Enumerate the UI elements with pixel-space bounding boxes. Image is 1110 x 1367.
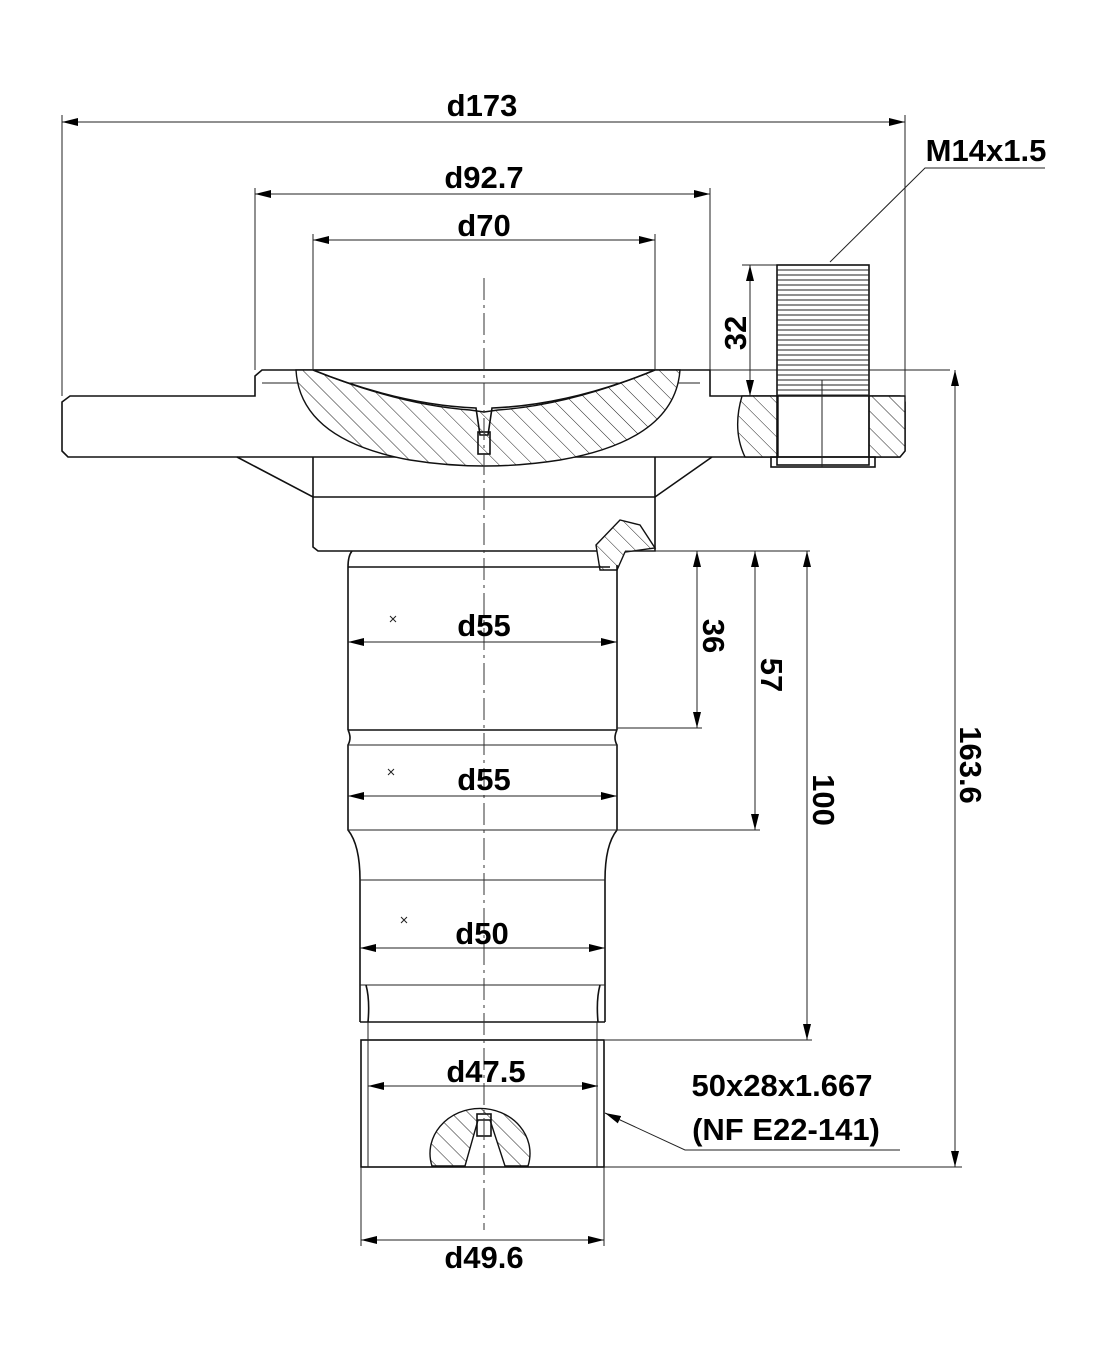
dim-36: 36 — [696, 619, 731, 653]
dim-163-6: 163.6 — [953, 726, 988, 804]
vertical-dimensions — [604, 264, 962, 1168]
thread-leader — [829, 167, 1045, 263]
horizontal-dimensions — [61, 115, 906, 1246]
dim-d49-6: d49.6 — [444, 1240, 523, 1275]
dim-d47-5: d47.5 — [446, 1054, 525, 1089]
dim-d50: d50 — [455, 916, 508, 951]
spline-callout-line2: (NF E22-141) — [692, 1112, 880, 1147]
dim-d92-7: d92.7 — [444, 160, 523, 195]
bolt — [737, 264, 906, 468]
dim-100: 100 — [806, 774, 841, 826]
shaft — [347, 550, 618, 1023]
dim-57: 57 — [754, 658, 789, 692]
dim-d173: d173 — [447, 88, 518, 123]
dim-d70: d70 — [457, 208, 510, 243]
spline-end — [360, 1022, 605, 1168]
dim-d55-lower: d55 — [457, 762, 510, 797]
spline-leader — [604, 1112, 900, 1151]
thread-callout: M14x1.5 — [926, 133, 1047, 168]
dim-32: 32 — [718, 316, 753, 350]
dim-d55-upper: d55 — [457, 608, 510, 643]
spline-callout-line1: 50x28x1.667 — [691, 1068, 872, 1103]
